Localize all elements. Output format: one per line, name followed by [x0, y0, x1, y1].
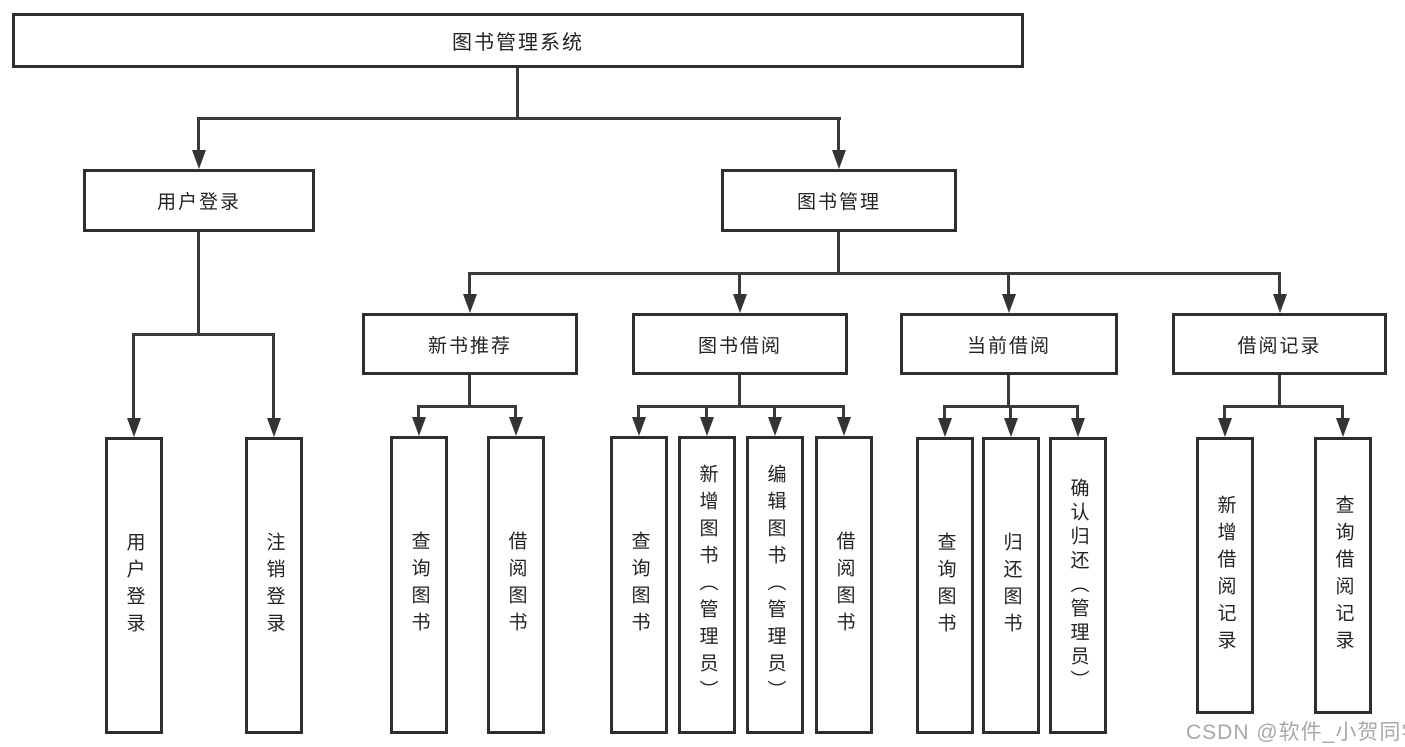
arrow-down-icon [192, 150, 206, 169]
connector-stem-leaf [272, 333, 275, 420]
connector-level3-rail [468, 272, 1281, 275]
node-new-book-recommend: 新书推荐 [362, 313, 578, 375]
arrow-down-icon [1004, 418, 1018, 437]
connector-stem-leaf [943, 405, 946, 420]
leaf-edit-book-admin: 编辑图书（管理员） [746, 436, 804, 734]
leaf-user-login: 用户登录 [105, 437, 163, 734]
node-library-management-system: 图书管理系统 [12, 13, 1024, 68]
connector-stem-leaf [514, 405, 517, 419]
arrow-down-icon [463, 294, 477, 313]
connector-stem-leaf [1076, 405, 1079, 420]
arrow-down-icon [1002, 294, 1016, 313]
arrow-down-icon [509, 417, 523, 436]
connector-book-mgmt-drop [837, 232, 840, 275]
node-current-borrowing: 当前借阅 [900, 313, 1118, 375]
node-book-management: 图书管理 [721, 169, 957, 232]
connector-drop [738, 375, 741, 408]
connector-user-login-rail [132, 333, 275, 336]
arrow-down-icon [1336, 418, 1350, 437]
connector-stem-leaf [773, 405, 776, 419]
leaf-borrow-books-1: 借阅图书 [487, 436, 545, 734]
connector-level2-rail [197, 117, 841, 120]
connector-stem-leaf [1223, 405, 1226, 420]
arrow-down-icon [1218, 418, 1232, 437]
connector-stem-leaf [417, 405, 420, 419]
arrow-down-icon [837, 417, 851, 436]
arrow-down-icon [1273, 294, 1287, 313]
arrow-down-icon [1071, 418, 1085, 437]
connector-stem-book-borrow [738, 272, 741, 296]
leaf-query-books-3: 查询图书 [916, 437, 974, 734]
arrow-down-icon [700, 417, 714, 436]
connector-stem-leaf [1341, 405, 1344, 420]
node-borrowing-records: 借阅记录 [1172, 313, 1387, 375]
connector-rail [1223, 405, 1344, 408]
arrow-down-icon [832, 150, 846, 169]
connector-drop [1007, 375, 1010, 408]
arrow-down-icon [267, 418, 281, 437]
connector-stem-book-mgmt [837, 117, 840, 153]
arrow-down-icon [127, 418, 141, 437]
connector-stem-leaf [705, 405, 708, 419]
connector-stem-leaf [637, 405, 640, 419]
connector-stem-user-login [197, 117, 200, 153]
connector-drop [468, 375, 471, 408]
leaf-confirm-return-admin: 确认归还（管理员） [1049, 437, 1107, 734]
node-book-borrowing: 图书借阅 [632, 313, 848, 375]
connector-stem-borrow-records [1278, 272, 1281, 296]
node-user-login: 用户登录 [83, 169, 315, 232]
leaf-borrow-books-2: 借阅图书 [815, 436, 873, 734]
arrow-down-icon [412, 417, 426, 436]
arrow-down-icon [733, 294, 747, 313]
connector-root-drop [516, 68, 519, 120]
leaf-return-books: 归还图书 [982, 437, 1040, 734]
connector-stem-leaf [1009, 405, 1012, 420]
leaf-query-borrow-record: 查询借阅记录 [1314, 437, 1372, 714]
connector-user-login-drop [197, 232, 200, 336]
leaf-query-books-2: 查询图书 [610, 436, 668, 734]
connector-stem-current-borrow [1007, 272, 1010, 296]
leaf-logout: 注销登录 [245, 437, 303, 734]
connector-stem-new-book [468, 272, 471, 296]
arrow-down-icon [768, 417, 782, 436]
connector-rail [417, 405, 517, 408]
connector-stem-leaf [132, 333, 135, 420]
connector-stem-leaf [842, 405, 845, 419]
connector-drop [1278, 375, 1281, 408]
leaf-query-books-1: 查询图书 [390, 436, 448, 734]
leaf-add-borrow-record: 新增借阅记录 [1196, 437, 1254, 714]
connector-rail [637, 405, 845, 408]
arrow-down-icon [632, 417, 646, 436]
arrow-down-icon [938, 418, 952, 437]
watermark: CSDN @软件_小贺同学 [1186, 721, 1405, 744]
leaf-add-book-admin: 新增图书（管理员） [678, 436, 736, 734]
